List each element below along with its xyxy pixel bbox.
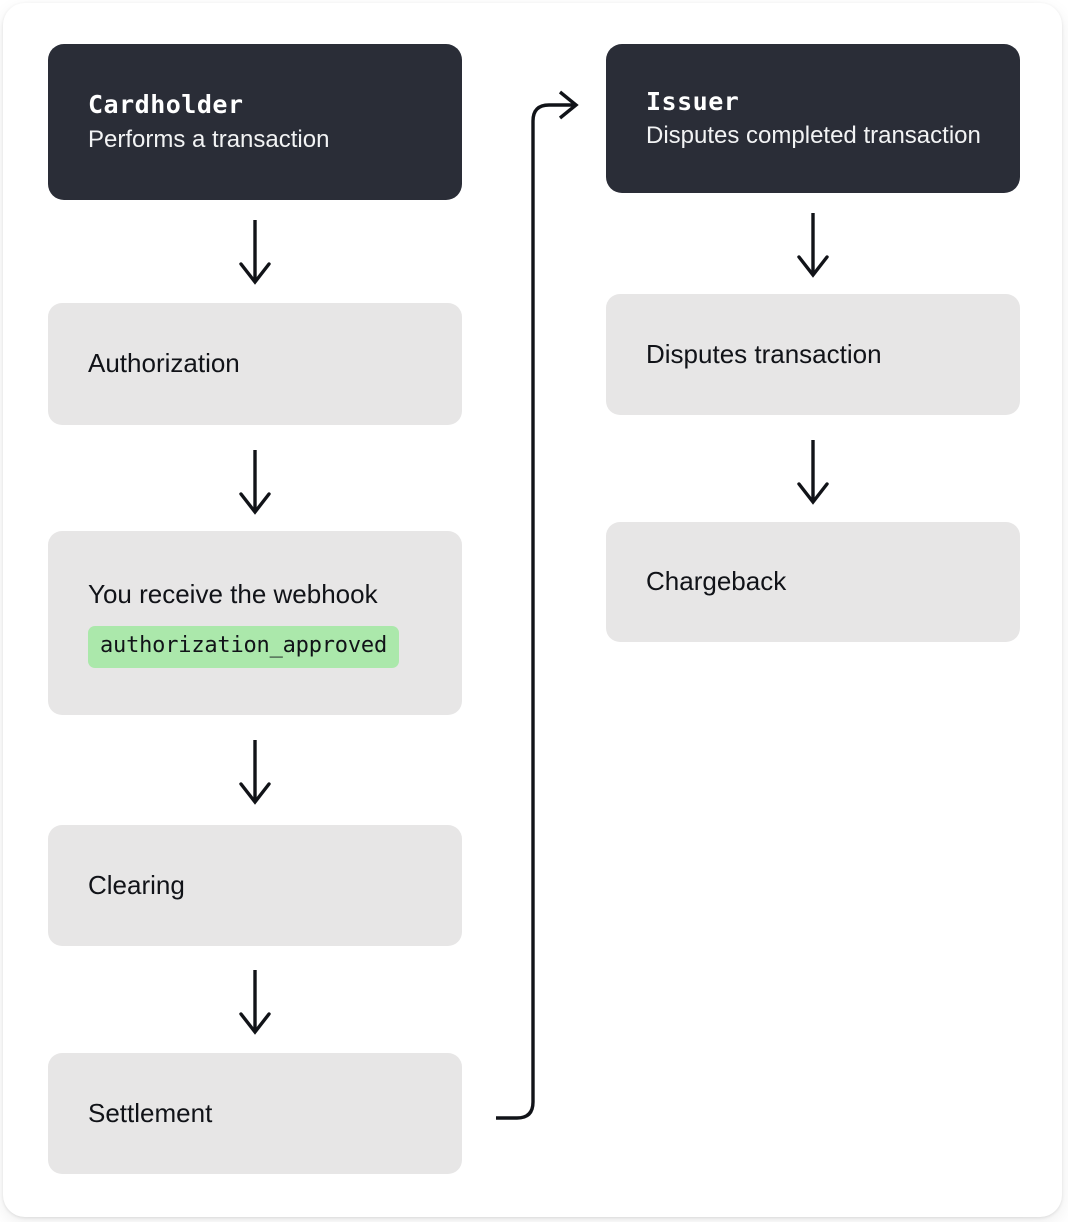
chargeback-label: Chargeback bbox=[646, 566, 787, 597]
connector-cardholder-to-authorization bbox=[236, 218, 274, 286]
node-disputes-transaction: Disputes transaction bbox=[606, 294, 1020, 415]
disputes-transaction-label: Disputes transaction bbox=[646, 338, 882, 369]
issuer-subtitle: Disputes completed transaction bbox=[646, 122, 981, 150]
node-webhook: You receive the webhook authorization_ap… bbox=[48, 531, 462, 715]
clearing-label: Clearing bbox=[88, 869, 185, 900]
node-issuer-header: Issuer Disputes completed transaction bbox=[606, 44, 1020, 193]
cardholder-subtitle: Performs a transaction bbox=[88, 125, 330, 153]
cardholder-title: Cardholder bbox=[88, 90, 244, 120]
settlement-label: Settlement bbox=[88, 1097, 213, 1128]
webhook-event-code-chip: authorization_approved bbox=[88, 626, 399, 668]
connector-issuer-to-disputes-transaction bbox=[794, 211, 832, 279]
node-settlement: Settlement bbox=[48, 1053, 462, 1174]
node-authorization: Authorization bbox=[48, 303, 462, 425]
connector-webhook-to-clearing bbox=[236, 738, 274, 806]
connector-settlement-to-issuer bbox=[486, 90, 596, 1137]
connector-clearing-to-settlement bbox=[236, 968, 274, 1036]
webhook-label: You receive the webhook bbox=[88, 579, 378, 610]
node-cardholder-header: Cardholder Performs a transaction bbox=[48, 44, 462, 200]
issuer-title: Issuer bbox=[646, 86, 740, 116]
authorization-label: Authorization bbox=[88, 348, 240, 379]
node-clearing: Clearing bbox=[48, 825, 462, 946]
connector-disputes-transaction-to-chargeback bbox=[794, 438, 832, 506]
connector-authorization-to-webhook bbox=[236, 448, 274, 516]
node-chargeback: Chargeback bbox=[606, 522, 1020, 642]
